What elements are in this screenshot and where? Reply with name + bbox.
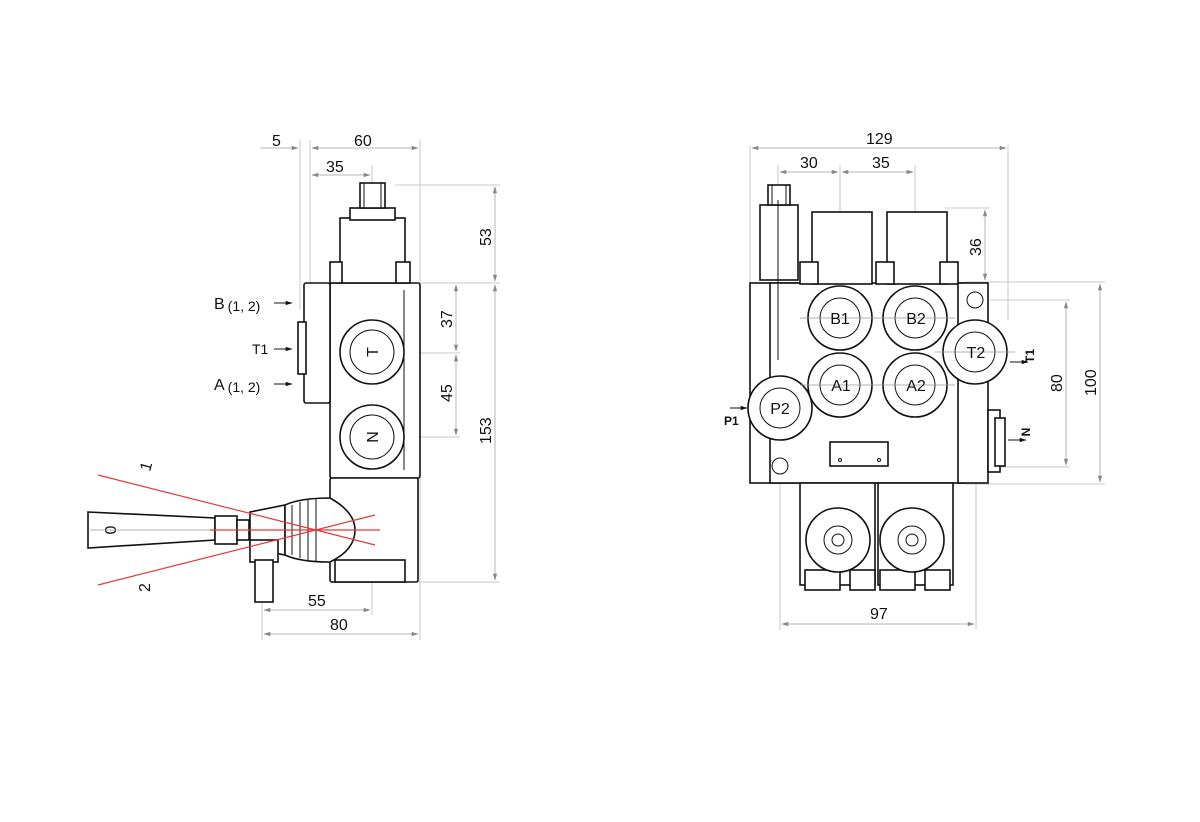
port-b-label: B(1, 2) — [214, 296, 260, 314]
port-t2-label: T2 — [967, 345, 986, 362]
dim-45: 45 — [439, 384, 456, 402]
port-a-label: A(1, 2) — [214, 377, 260, 395]
port-b1-label: B1 — [830, 311, 850, 328]
port-b2-label: B2 — [906, 311, 926, 328]
dim-80-front: 80 — [1049, 374, 1066, 392]
dim-30: 30 — [800, 155, 818, 172]
port-t1-label: T1 — [252, 341, 269, 357]
port-p1-label: P1 — [724, 414, 739, 428]
dim-129: 129 — [866, 131, 893, 148]
port-p2-label: P2 — [770, 401, 790, 418]
side-view: 5 60 35 53 37 45 153 55 80 — [87, 133, 500, 640]
lever-position-2: 2 — [137, 583, 154, 592]
lever-position-1: 1 — [137, 460, 156, 473]
dim-97: 97 — [870, 606, 888, 623]
dim-37: 37 — [439, 310, 456, 328]
dim-153: 153 — [478, 417, 495, 444]
dim-36: 36 — [968, 238, 985, 256]
port-n-label: N — [365, 431, 382, 443]
dim-55: 55 — [308, 593, 326, 610]
port-t-label: T — [365, 347, 382, 357]
dim-100: 100 — [1083, 369, 1100, 396]
port-a2-label: A2 — [906, 378, 926, 395]
dim-80: 80 — [330, 617, 348, 634]
port-a1-label: A1 — [831, 378, 851, 395]
dim-60: 60 — [354, 133, 372, 150]
front-view: 129 30 35 36 80 100 97 — [724, 131, 1105, 630]
port-n-front-label: N — [1019, 428, 1033, 437]
port-t1-front-label: T1 — [1023, 349, 1037, 363]
dim-35: 35 — [326, 159, 344, 176]
dim-35-front: 35 — [872, 155, 890, 172]
dim-53: 53 — [478, 228, 495, 246]
dim-5: 5 — [272, 133, 281, 150]
